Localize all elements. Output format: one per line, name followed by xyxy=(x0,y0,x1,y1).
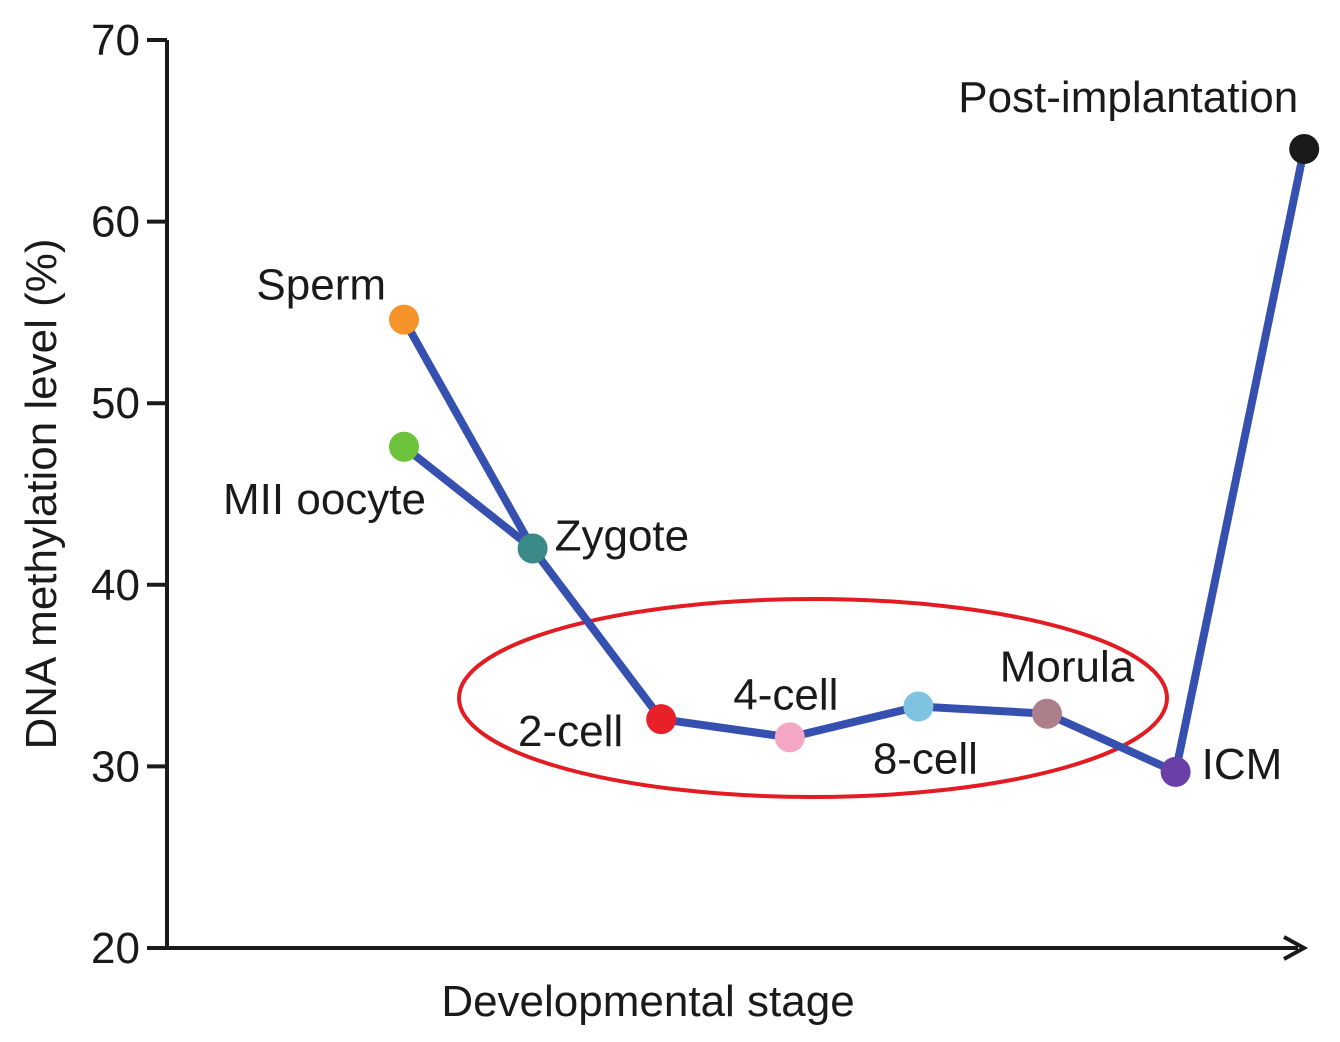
label-icm: ICM xyxy=(1202,740,1283,789)
line-segment xyxy=(1043,709,1180,776)
line-segment xyxy=(400,442,537,553)
point-sperm xyxy=(389,304,419,335)
point-icm xyxy=(1160,756,1191,787)
line-segment xyxy=(657,715,794,742)
line-segment xyxy=(1171,144,1309,776)
label-mii-oocyte: MII oocyte xyxy=(223,475,426,524)
data-points xyxy=(389,133,1320,787)
point-post-implantation xyxy=(1289,133,1320,164)
point-mii-oocyte xyxy=(389,431,419,462)
line-segment xyxy=(914,702,1051,718)
label-zygote: Zygote xyxy=(555,511,690,560)
label-8-cell: 8-cell xyxy=(873,734,978,783)
line-segment xyxy=(785,702,923,742)
line-segment xyxy=(400,315,537,553)
point-8-cell xyxy=(903,691,934,722)
label-post-implantation: Post-implantation xyxy=(958,73,1298,122)
label-morula: Morula xyxy=(1000,643,1135,692)
highlight-group xyxy=(457,597,1169,799)
y-axis-title: DNA methylation level (%) xyxy=(17,238,66,749)
y-tick-label: 70 xyxy=(91,16,140,65)
point-zygote xyxy=(517,533,548,564)
point-2-cell xyxy=(646,704,677,735)
axes xyxy=(165,40,1309,961)
label-sperm: Sperm xyxy=(256,261,386,310)
series-line xyxy=(400,144,1309,776)
y-tick-label: 40 xyxy=(91,561,140,610)
y-tick-label: 50 xyxy=(91,379,140,428)
point-morula xyxy=(1032,698,1062,729)
y-ticks: 20 30 40 50 60 70 xyxy=(91,16,167,973)
point-4-cell xyxy=(774,722,805,753)
x-axis-title: Developmental stage xyxy=(441,977,854,1026)
y-tick-label: 30 xyxy=(91,742,140,791)
x-axis-arrowhead xyxy=(1283,935,1309,961)
label-2-cell: 2-cell xyxy=(518,707,623,756)
label-4-cell: 4-cell xyxy=(733,670,838,719)
line-segment xyxy=(528,544,666,724)
y-tick-label: 20 xyxy=(91,924,140,973)
highlight-ellipse xyxy=(457,597,1169,799)
y-tick-label: 60 xyxy=(91,198,140,247)
